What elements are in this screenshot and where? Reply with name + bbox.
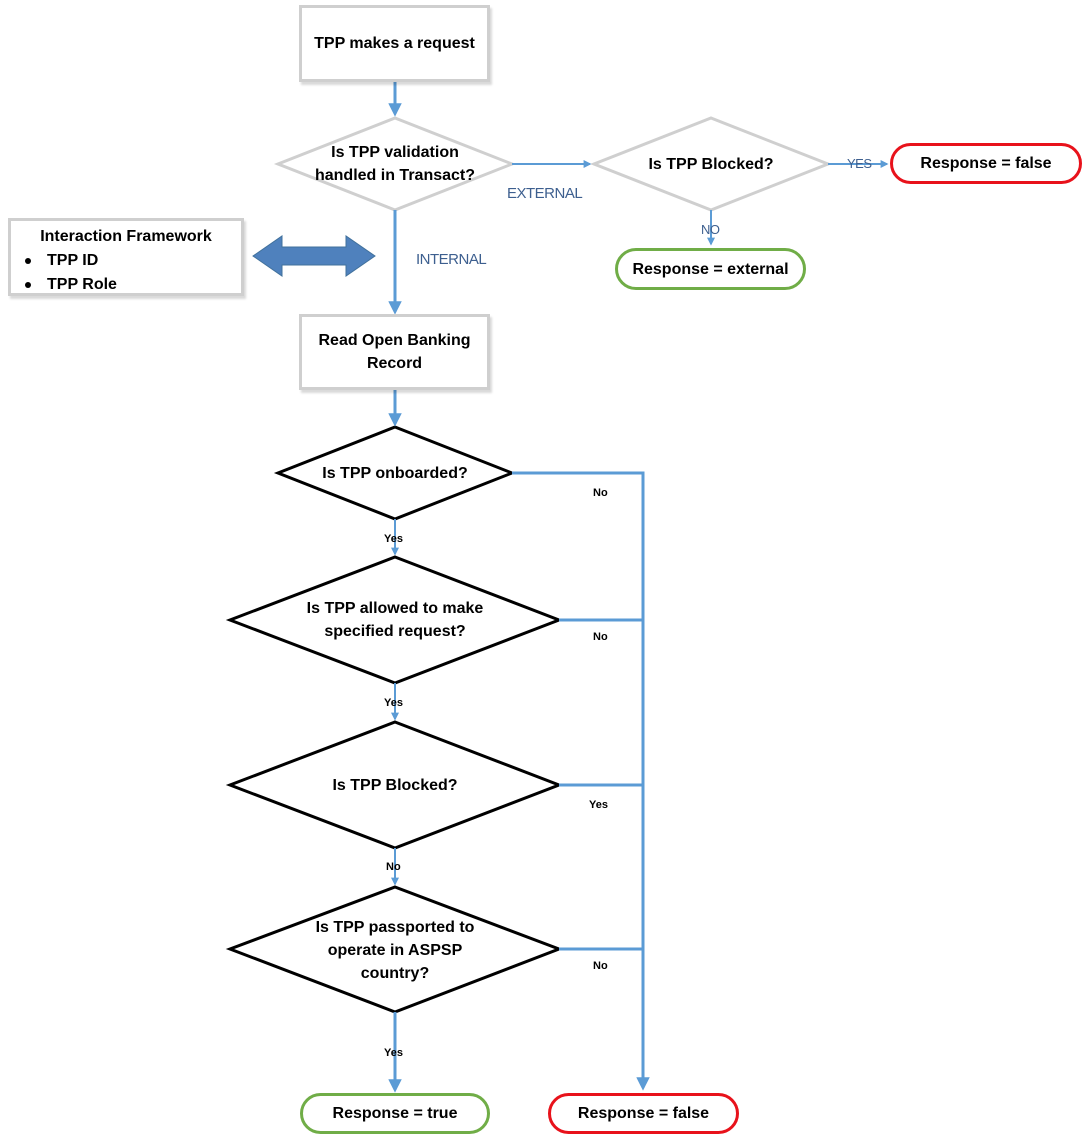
start-box: TPP makes a request: [299, 5, 490, 82]
response-true: Response = true: [300, 1093, 490, 1134]
edge-label-passported-yes: Yes: [384, 1047, 403, 1059]
interaction-framework-panel: Interaction Framework TPP ID TPP Role: [8, 218, 244, 296]
diamond-blocked-shape: [225, 720, 564, 850]
start-label: TPP makes a request: [314, 35, 475, 52]
panel-item-label: TPP ID: [47, 252, 99, 269]
bullet-icon: [25, 258, 31, 264]
panel-item-tpp-role: TPP Role: [25, 273, 241, 297]
response-external: Response = external: [615, 248, 806, 290]
read-record-label-line1: Read Open Banking: [318, 332, 471, 349]
diamond-onboarded-shape: [273, 425, 517, 521]
edge-label-allowed-no: No: [593, 631, 608, 643]
diamond-validation-shape: [273, 116, 517, 212]
edge-label-blocked-no: No: [386, 861, 401, 873]
diamond-blocked-ext-shape: [589, 116, 833, 212]
edge-label-external: EXTERNAL: [507, 185, 583, 202]
edge-label-onboarded-no: No: [593, 487, 608, 499]
panel-list: TPP ID TPP Role: [11, 249, 241, 297]
edge-label-no-caps: NO: [701, 222, 720, 237]
diamond-allowed-shape: [225, 555, 564, 685]
panel-title: Interaction Framework: [40, 228, 212, 245]
read-record-label-line2: Record: [366, 355, 423, 372]
bullet-icon: [25, 282, 31, 288]
edge-label-allowed-yes: Yes: [384, 697, 403, 709]
response-false-top-label: Response = false: [920, 155, 1052, 172]
diamond-passported-shape: [225, 885, 564, 1014]
edge-label-onboarded-yes: Yes: [384, 533, 403, 545]
edge-label-yes-caps: YES: [847, 156, 872, 171]
panel-item-label: TPP Role: [47, 276, 117, 293]
panel-item-tpp-id: TPP ID: [25, 249, 241, 273]
connector-failures-collector: [512, 471, 650, 1091]
edge-label-blocked-yes: Yes: [589, 799, 608, 811]
response-false-bottom-label: Response = false: [577, 1105, 710, 1122]
double-arrow-icon: [252, 235, 376, 277]
edge-label-passported-no: No: [593, 960, 608, 972]
response-external-label: Response = external: [632, 260, 789, 278]
response-false-top: Response = false: [890, 143, 1082, 184]
response-true-label: Response = true: [332, 1105, 458, 1122]
edge-label-internal: INTERNAL: [416, 251, 487, 268]
read-record-box: Read Open Banking Record: [299, 314, 490, 390]
response-false-bottom: Response = false: [548, 1093, 739, 1134]
